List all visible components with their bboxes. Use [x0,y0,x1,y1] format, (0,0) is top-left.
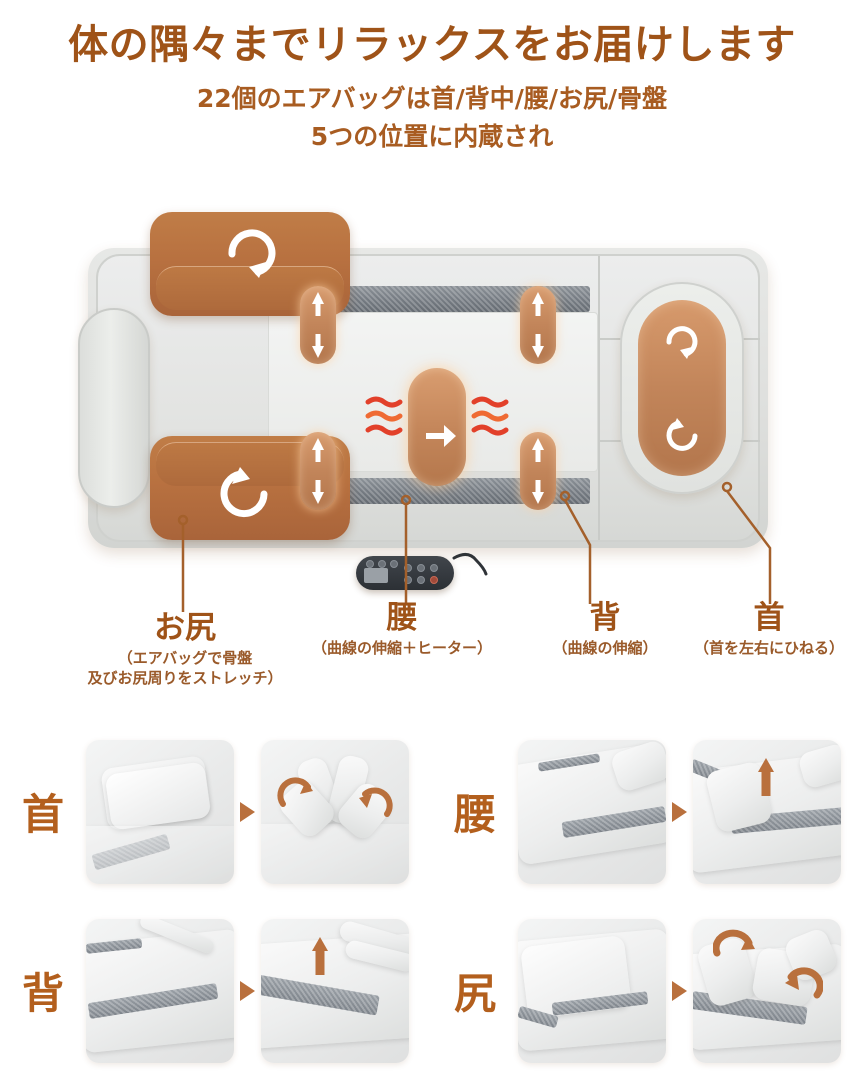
neck-airbag [638,300,726,476]
callout-caption-back: （曲線の伸縮） [552,638,658,657]
callout-title-waist: 腰 [386,600,418,636]
subtitle-line-2: 5つの位置に内蔵され [310,121,554,151]
callout-label-back: 背 （曲線の伸縮） [520,602,690,658]
power-cord [452,550,488,576]
double-arrow-icon [527,432,549,510]
remote-button[interactable] [378,560,386,568]
rotate-arrow-icon [777,959,823,1003]
callout-label-waist: 腰 （曲線の伸縮＋ヒーター） [272,602,532,658]
demo-grid: 首 [0,722,864,1080]
push-arrow-icon [755,756,777,798]
double-arrow-icon [307,286,329,364]
airbag-lower-left [300,432,336,510]
demo-thumb-after-waist[interactable] [693,739,841,884]
page-title: 体の隅々までリラックスをお届けします [68,22,796,68]
double-arrow-icon [527,286,549,364]
airbag-upper-right [520,286,556,364]
rotate-arrow-icon [275,770,317,814]
demo-cell-waist: 腰 [432,722,864,901]
heater-airbag-center [408,368,466,486]
demo-thumb-before-back[interactable] [86,918,234,1063]
demo-thumbs-waist [518,739,841,884]
remote-button[interactable] [404,564,412,572]
rotate-arrow-icon [713,927,759,967]
demo-title-hip: 尻 [453,969,496,1018]
airbag-upper-left [300,286,336,364]
demo-thumbs-neck [86,739,409,884]
demo-thumb-before-neck[interactable] [86,739,234,884]
double-arrow-icon [307,432,329,510]
callout-caption-waist: （曲線の伸縮＋ヒーター） [311,638,492,657]
demo-arrow-back [240,980,255,1001]
rotate-arrow-icon [353,774,395,820]
subtitle: 22個のエアバッグは首/背中/腰/お尻/骨盤 5つの位置に内蔵され [0,80,864,155]
remote-display [364,568,388,583]
subtitle-line-1: 22個のエアバッグは首/背中/腰/お尻/骨盤 [196,84,668,113]
remote-power-button[interactable] [430,576,438,584]
airbag-lower-right [520,432,556,510]
remote-button[interactable] [417,564,425,572]
demo-cell-neck: 首 [0,722,432,901]
demo-arrow-hip [672,980,687,1001]
demo-cell-back: 背 [0,901,432,1080]
remote-control[interactable] [356,556,454,590]
demo-thumb-after-hip[interactable] [693,918,841,1063]
demo-thumb-after-back[interactable] [261,918,409,1063]
demo-arrow-neck [240,801,255,822]
demo-thumb-before-waist[interactable] [518,739,666,884]
product-illustration [0,190,864,610]
callout-caption-neck: （首を左右にひねる） [693,638,844,657]
rotate-arrow-icon [659,412,705,458]
demo-thumbs-hip [518,918,841,1063]
heat-wave-icon [362,388,406,446]
rotate-arrow-icon [218,220,284,286]
callout-label-hip: お尻 （エアバッグで骨盤 及びお尻周りをストレッチ） [40,612,330,688]
side-bolster-pad [78,308,150,508]
callout-title-neck: 首 [753,600,785,636]
remote-button[interactable] [390,560,398,568]
rotate-arrow-icon [214,458,280,524]
demo-title-back: 背 [21,969,64,1018]
push-arrow-icon [309,935,331,977]
demo-thumbs-back [86,918,409,1063]
callout-title-hip: お尻 [154,610,216,646]
remote-button[interactable] [366,560,374,568]
demo-title-neck: 首 [21,790,64,839]
callout-label-neck: 首 （首を左右にひねる） [674,602,864,658]
rotate-arrow-icon [659,318,705,364]
callout-title-back: 背 [589,600,621,636]
neck-module [620,282,744,494]
mat-seam-vertical [598,256,600,540]
demo-thumb-before-hip[interactable] [518,918,666,1063]
demo-cell-hip: 尻 [432,901,864,1080]
demo-arrow-waist [672,801,687,822]
remote-button[interactable] [417,576,425,584]
remote-button[interactable] [404,576,412,584]
heat-wave-icon [468,388,512,446]
remote-button[interactable] [430,564,438,572]
demo-thumb-after-neck[interactable] [261,739,409,884]
demo-title-waist: 腰 [453,790,496,839]
callout-caption-hip: （エアバッグで骨盤 及びお尻周りをストレッチ） [87,648,283,687]
